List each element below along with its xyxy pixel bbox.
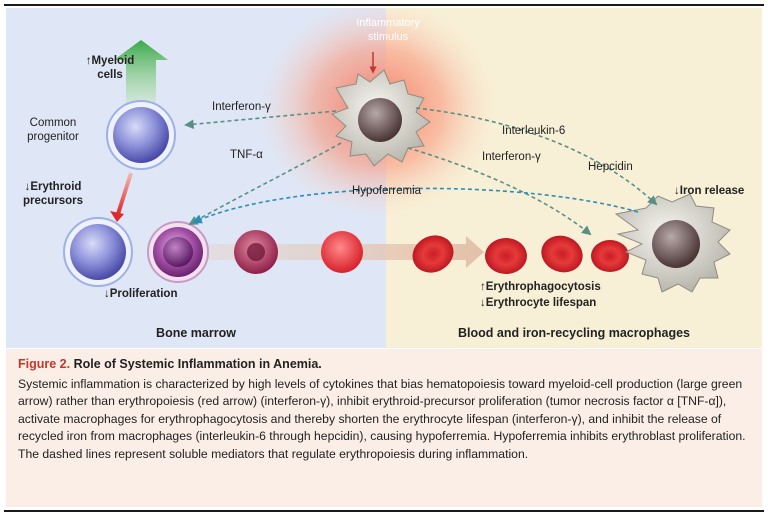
caption-body: Systemic inflammation is characterized b…: [18, 377, 746, 461]
stimulus-label: Inflammatory stimulus: [356, 17, 420, 43]
hypoferremia-line: [192, 187, 639, 224]
erythrocyte: [591, 240, 629, 272]
myeloid-arrow: [114, 40, 168, 106]
blood-label: Blood and iron-recycling macrophages: [458, 326, 690, 340]
tnf-label: TNF-α: [230, 149, 263, 161]
figure-caption: Figure 2. Role of Systemic Inflammation …: [6, 349, 762, 507]
hypoferremia-label: Hypoferremia: [352, 185, 422, 197]
diagram-panel: Inflammatory stimulus ↑Myeloid cells Com…: [6, 8, 762, 348]
erythroid-label: ↓Erythroid precursors: [22, 181, 84, 207]
iron-release-label: ↓Iron release: [674, 185, 745, 197]
caption-title: Role of Systemic Inflammation in Anemia.: [73, 357, 322, 371]
tnf-line: [188, 142, 342, 225]
caption-heading: Figure 2. Role of Systemic Inflammation …: [18, 357, 752, 371]
interleukin-hepcidin-line: [415, 107, 658, 206]
erythrocyte-lifespan-label: ↓Erythrocyte lifespan: [480, 297, 597, 309]
erythrocyte: [541, 235, 583, 273]
proliferation-label: ↓Proliferation: [104, 288, 178, 300]
erythrophagocytosis-label: ↑Erythrophagocytosis: [480, 281, 601, 293]
interferon-erythrophagocytosis-line: [407, 147, 592, 236]
erythrocyte: [412, 235, 454, 273]
top-rule: [4, 4, 764, 6]
interleukin-label: Interleukin-6: [502, 125, 566, 137]
reticulocyte-cell: [321, 231, 363, 273]
bone-marrow-label: Bone marrow: [156, 326, 236, 340]
progenitor-label: Common progenitor: [27, 117, 79, 143]
myeloid-label: ↑Myeloid cells: [85, 55, 135, 81]
diagram-graphic: [6, 8, 762, 348]
figure-number: Figure 2.: [18, 357, 71, 371]
bottom-rule: [4, 510, 764, 512]
hepcidin-label: Hepcidin: [588, 161, 633, 173]
erythroid-arrow: [116, 172, 133, 215]
erythrocyte: [485, 238, 527, 274]
interferon-right-label: Interferon-γ: [482, 151, 541, 163]
interferon-top-label: Interferon-γ: [212, 101, 271, 113]
